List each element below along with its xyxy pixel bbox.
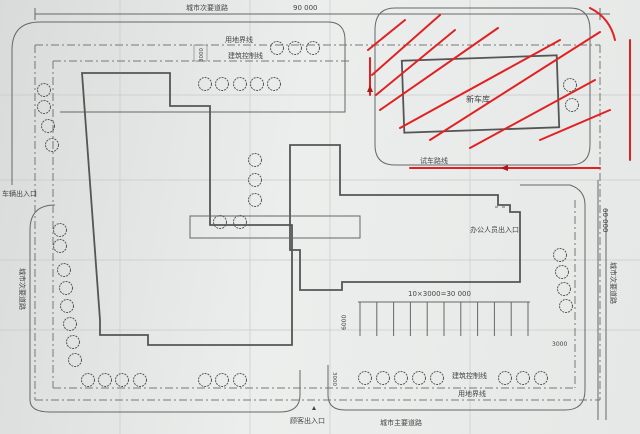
tree-icon bbox=[215, 373, 229, 387]
tree-icon bbox=[63, 317, 77, 331]
staff-entrance-label[interactable]: 办公人员出入口 bbox=[470, 225, 519, 234]
tree-icon bbox=[198, 77, 212, 91]
setback-bottom-label: 3000 bbox=[331, 372, 337, 386]
tree-icon bbox=[53, 239, 67, 253]
test-route-label: 试车路线 bbox=[420, 156, 448, 165]
parking-depth-label: 6000 bbox=[341, 315, 348, 330]
tree-icon bbox=[37, 83, 51, 97]
tree-icon bbox=[248, 193, 262, 207]
wing-building-outline bbox=[289, 144, 521, 291]
main-building-outline bbox=[81, 72, 293, 346]
tree-icon bbox=[376, 371, 390, 385]
tree-icon bbox=[288, 41, 302, 55]
tree-icon bbox=[98, 373, 112, 387]
tree-icon bbox=[66, 335, 80, 349]
tree-icon bbox=[133, 373, 147, 387]
tree-icon bbox=[306, 41, 320, 55]
customer-entrance-label[interactable]: 顾客出入口 bbox=[290, 416, 325, 425]
tree-icon bbox=[430, 371, 444, 385]
road-left-lower bbox=[29, 204, 301, 413]
tree-icon bbox=[53, 223, 67, 237]
road-top-label: 城市次要道路 bbox=[186, 3, 228, 12]
tree-icon bbox=[68, 353, 82, 367]
tree-icon bbox=[233, 373, 247, 387]
tree-icon bbox=[394, 371, 408, 385]
tree-icon bbox=[557, 282, 571, 296]
tree-icon bbox=[233, 215, 247, 229]
tree-icon bbox=[60, 299, 74, 313]
road-bottom-right bbox=[327, 184, 586, 411]
tree-icon bbox=[215, 77, 229, 91]
tree-icon bbox=[498, 371, 512, 385]
trees bbox=[37, 41, 579, 387]
control-line-bottom-label: 建筑控制线 bbox=[452, 371, 487, 380]
parking-stalls bbox=[358, 301, 530, 336]
red-annotations bbox=[367, 7, 631, 171]
land-line-bottom-label: 用地界线 bbox=[458, 389, 486, 398]
tree-icon bbox=[553, 248, 567, 262]
road-bottom-label: 城市主要道路 bbox=[380, 418, 422, 427]
tree-icon bbox=[267, 77, 281, 91]
tree-icon bbox=[37, 100, 51, 114]
tree-icon bbox=[412, 371, 426, 385]
tree-icon bbox=[57, 263, 71, 277]
land-line-top-label: 用地界线 bbox=[225, 35, 253, 44]
tree-icon bbox=[81, 373, 95, 387]
tree-icon bbox=[559, 299, 573, 313]
width-dimension-label: 90 000 bbox=[293, 4, 318, 12]
tree-icon bbox=[233, 77, 247, 91]
road-left-edge bbox=[11, 21, 41, 185]
setback-top-label: 3000 bbox=[199, 48, 205, 62]
tree-icon bbox=[563, 78, 577, 92]
tree-icon bbox=[270, 41, 284, 55]
customer-entrance-marker bbox=[312, 406, 316, 410]
tree-icon bbox=[248, 173, 262, 187]
tree-icon bbox=[250, 77, 264, 91]
parking-dimension-label: 10×3000=30 000 bbox=[408, 290, 471, 298]
new-garage-label: 新车库 bbox=[466, 94, 490, 104]
road-top-left-boundary bbox=[40, 21, 346, 113]
road-right-edge bbox=[597, 180, 607, 420]
tree-icon bbox=[358, 371, 372, 385]
tree-icon bbox=[516, 371, 530, 385]
road-left-label: 城市次要道路 bbox=[18, 268, 27, 310]
tree-icon bbox=[213, 215, 227, 229]
tree-icon bbox=[198, 373, 212, 387]
new-garage-building bbox=[400, 54, 561, 134]
setback-right-label: 3000 bbox=[552, 341, 567, 348]
control-line-top-label: 建筑控制线 bbox=[228, 51, 263, 60]
building-control-line bbox=[52, 60, 576, 389]
tree-icon bbox=[555, 265, 569, 279]
garage-block-outline bbox=[374, 7, 591, 166]
tree-icon bbox=[59, 281, 73, 295]
tree-icon bbox=[41, 119, 55, 133]
tree-icon bbox=[534, 371, 548, 385]
land-boundary-line bbox=[34, 44, 601, 401]
tree-icon bbox=[565, 98, 579, 112]
upper-building-outline bbox=[189, 215, 361, 239]
road-right-label: 城市次要道路 bbox=[609, 262, 618, 304]
vehicle-entrance-label[interactable]: 车辆出入口 bbox=[2, 189, 37, 198]
tree-icon bbox=[115, 373, 129, 387]
height-dimension-label: 60 000 bbox=[601, 208, 609, 233]
tree-icon bbox=[45, 138, 59, 152]
tree-icon bbox=[248, 153, 262, 167]
width-dimension-line bbox=[34, 8, 610, 20]
